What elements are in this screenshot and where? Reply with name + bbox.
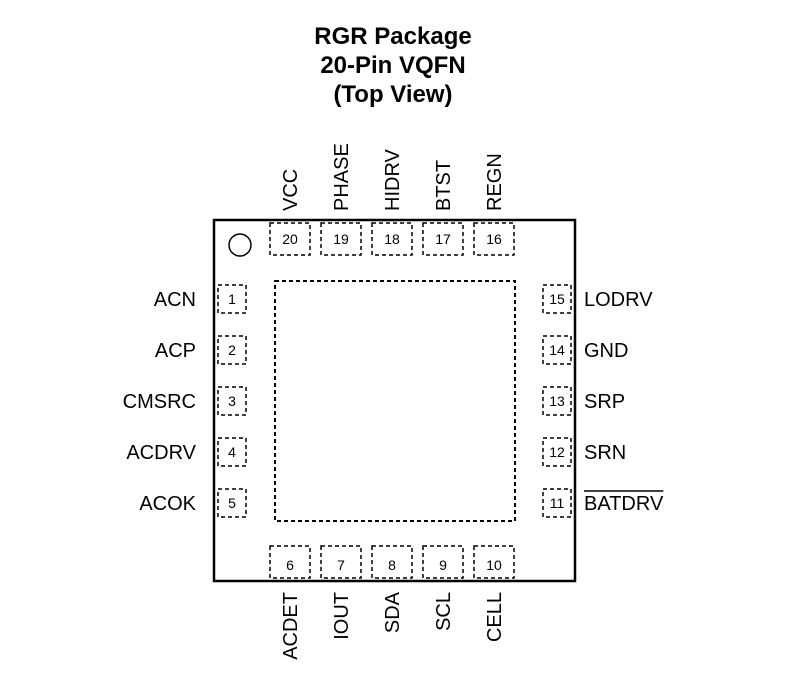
pin-6-pad <box>269 545 311 579</box>
pin-12-number: 12 <box>549 444 565 460</box>
pin-17-number: 17 <box>435 231 451 247</box>
pin-12-label: SRN <box>584 442 626 464</box>
pin-18-pad <box>371 222 413 256</box>
pin-3-pad <box>217 386 247 416</box>
pin-6-label: ACDET <box>280 592 302 660</box>
pin-8-pad <box>371 545 413 579</box>
pin-14-number: 14 <box>549 342 565 358</box>
pin-9-number: 9 <box>439 557 447 573</box>
pin-11-label: BATDRV <box>584 493 664 515</box>
title-line-3: (Top View) <box>333 81 453 108</box>
pin-16-label: REGN <box>484 153 506 211</box>
pin-10-label: CELL <box>484 592 506 642</box>
pin-13-label: SRP <box>584 391 625 413</box>
pin-13-pad <box>542 386 572 416</box>
title-line-1: RGR Package <box>314 23 472 50</box>
pin-18-label: HIDRV <box>382 148 404 211</box>
pin-19-number: 19 <box>333 231 349 247</box>
pin-3-number: 3 <box>228 393 236 409</box>
pin-5-number: 5 <box>228 495 236 511</box>
pin-14-label: GND <box>584 340 628 362</box>
pin-16-pad <box>473 222 515 256</box>
pin-15-pad <box>542 284 572 314</box>
pin-3-label: CMSRC <box>123 391 196 413</box>
pin-6-number: 6 <box>286 557 294 573</box>
pin-11-number: 11 <box>550 495 565 511</box>
pin-7-label: IOUT <box>331 592 353 640</box>
pin-2-label: ACP <box>155 340 196 362</box>
pin-5-pad <box>217 488 247 518</box>
pin-1-number: 1 <box>228 291 236 307</box>
pin-15-label: LODRV <box>584 289 653 311</box>
pin-8-number: 8 <box>388 557 396 573</box>
pin-9-label: SCL <box>433 592 455 631</box>
thermal-pad <box>274 280 516 522</box>
pin-7-number: 7 <box>337 557 345 573</box>
pin-9-pad <box>422 545 464 579</box>
pin-11-pad <box>542 488 572 518</box>
pin-17-pad <box>422 222 464 256</box>
pin-12-pad <box>542 437 572 467</box>
package-title: RGR Package 20-Pin VQFN (Top View) <box>0 22 786 109</box>
package-body <box>212 218 577 583</box>
pin-14-pad <box>542 335 572 365</box>
pin-1-pad <box>217 284 247 314</box>
pin-19-label: PHASE <box>331 143 353 211</box>
pins-layer: 1 ACN 2 ACP 3 CMSRC 4 ACDRV 5 ACOK 11 BATDRV 12 SRN 13… <box>123 143 664 660</box>
pin-7-pad <box>320 545 362 579</box>
pin-2-number: 2 <box>228 342 236 358</box>
pin-10-pad <box>473 545 515 579</box>
pin-8-label: SDA <box>382 591 404 633</box>
pin-4-number: 4 <box>228 444 236 460</box>
pin-20-number: 20 <box>282 231 298 247</box>
pin-4-label: ACDRV <box>126 442 196 464</box>
pin1-marker <box>228 233 252 257</box>
pin-19-pad <box>320 222 362 256</box>
pin-17-label: BTST <box>433 160 455 211</box>
pin-20-label: VCC <box>280 169 302 211</box>
pin-5-label: ACOK <box>139 493 196 515</box>
pin-2-pad <box>217 335 247 365</box>
pin-15-number: 15 <box>549 291 565 307</box>
pin-18-number: 18 <box>384 231 400 247</box>
pin-4-pad <box>217 437 247 467</box>
pin-16-number: 16 <box>486 231 502 247</box>
pin-13-number: 13 <box>549 393 565 409</box>
title-line-2: 20-Pin VQFN <box>320 52 466 79</box>
pin-1-label: ACN <box>154 289 196 311</box>
pin-20-pad <box>269 222 311 256</box>
pin-10-number: 10 <box>486 557 502 573</box>
